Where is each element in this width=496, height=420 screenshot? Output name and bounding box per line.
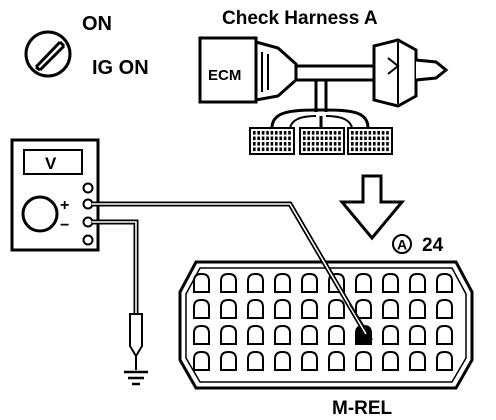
connector-pin: [382, 351, 399, 371]
connector-pin: [274, 325, 291, 345]
connector-pin: [301, 299, 318, 319]
connector-pin: [436, 299, 453, 319]
connector-pin: [193, 325, 210, 345]
connector-pin: [301, 273, 318, 293]
connector-pin: [355, 299, 372, 319]
sub-connector-1: [249, 127, 295, 155]
connector-pin: [220, 325, 237, 345]
connector-pin: [436, 273, 453, 293]
connector-pin: [274, 273, 291, 293]
meter-dial: [21, 195, 59, 233]
down-arrow-icon: [338, 174, 406, 241]
connector-pin: [193, 351, 210, 371]
ecm-label: ECM: [208, 67, 241, 84]
connector-pin: [301, 351, 318, 371]
connector-pin: [328, 351, 345, 371]
connector-pin: [220, 351, 237, 371]
meter-display-label: V: [45, 154, 57, 173]
harness-sub-connectors: [249, 127, 393, 155]
multimeter: [10, 138, 100, 252]
connector-id-letter: A: [397, 237, 407, 253]
connector-pin: [436, 325, 453, 345]
connector-pin: [355, 351, 372, 371]
positive-lead: [92, 201, 373, 341]
connector-pin: [247, 299, 264, 319]
connector-pin: [328, 299, 345, 319]
connector-pin: [382, 325, 399, 345]
connector-pin: [301, 325, 318, 345]
meter-plus-label: +: [60, 197, 69, 214]
ignition-on-label: ON: [82, 13, 112, 35]
connector-pin: [247, 325, 264, 345]
connector-pin: [328, 325, 345, 345]
terminal-label: M-REL: [332, 398, 393, 419]
connector-pin: [355, 273, 372, 293]
connector-24: [178, 260, 474, 390]
connector-pin: [220, 273, 237, 293]
connector-pin: [409, 273, 426, 293]
connector-pin: [247, 351, 264, 371]
connector-pin-grid: [193, 273, 453, 371]
connector-pin: [220, 299, 237, 319]
connector-pin: [382, 273, 399, 293]
connector-pin: [193, 299, 210, 319]
connector-pin: [436, 351, 453, 371]
ground-icon: [124, 370, 148, 386]
connector-pin: [274, 351, 291, 371]
connector-number: 24: [422, 235, 444, 256]
connector-pin: [409, 325, 426, 345]
negative-lead: [92, 219, 139, 314]
connector-pin: [274, 299, 291, 319]
meter-minus-label: −: [60, 217, 69, 234]
connector-pin: [409, 351, 426, 371]
sub-connector-3: [347, 127, 393, 155]
connector-id-circle: [392, 234, 412, 254]
check-harness: [198, 36, 449, 129]
connector-pin: [247, 273, 264, 293]
harness-title: Check Harness A: [222, 8, 378, 29]
ignition-mode-label: IG ON: [92, 57, 149, 79]
connector-pin: [382, 299, 399, 319]
ground-probe: [129, 313, 143, 370]
connector-pin: [409, 299, 426, 319]
ignition-key-icon: [24, 30, 72, 78]
connector-pin: [193, 273, 210, 293]
sub-connector-2: [299, 127, 345, 155]
